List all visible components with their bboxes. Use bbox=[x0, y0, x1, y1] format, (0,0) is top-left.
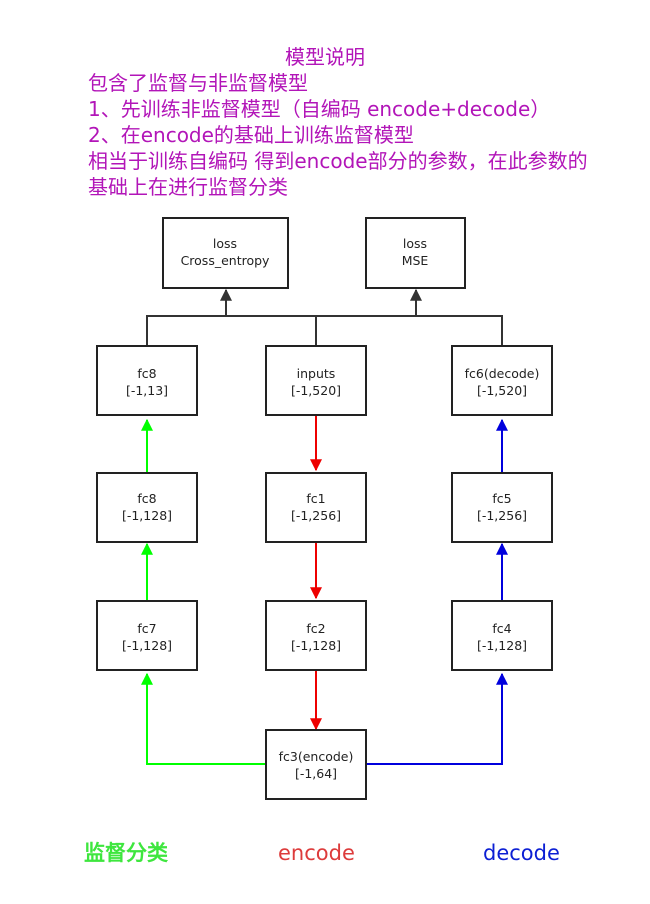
node-name: fc3(encode) bbox=[279, 749, 354, 764]
note-line: 2、在encode的基础上训练监督模型 bbox=[88, 123, 414, 147]
node-name: fc4 bbox=[492, 621, 511, 636]
node-inputs: inputs [-1,520] bbox=[265, 345, 367, 416]
node-shape: [-1,128] bbox=[122, 638, 172, 653]
node-shape: [-1,520] bbox=[477, 383, 527, 398]
node-name: loss bbox=[403, 236, 427, 251]
supervised-path bbox=[141, 418, 266, 765]
node-shape: MSE bbox=[402, 253, 429, 268]
node-name: fc8 bbox=[137, 491, 156, 506]
node-shape: [-1,64] bbox=[295, 766, 337, 781]
node-name: fc7 bbox=[137, 621, 156, 636]
node-fc4: fc4 [-1,128] bbox=[451, 600, 553, 671]
node-loss-cross-entropy: loss Cross_entropy bbox=[162, 217, 289, 289]
page-title: 模型说明 bbox=[285, 45, 365, 69]
node-name: fc6(decode) bbox=[465, 366, 540, 381]
node-shape: Cross_entropy bbox=[181, 253, 270, 268]
node-shape: [-1,13] bbox=[126, 383, 168, 398]
node-fc2: fc2 [-1,128] bbox=[265, 600, 367, 671]
node-shape: [-1,256] bbox=[291, 508, 341, 523]
node-shape: [-1,128] bbox=[477, 638, 527, 653]
node-shape: [-1,128] bbox=[291, 638, 341, 653]
node-fc3-encode: fc3(encode) [-1,64] bbox=[265, 729, 367, 800]
decode-path bbox=[366, 418, 508, 765]
note-line: 相当于训练自编码 得到encode部分的参数，在此参数的 bbox=[88, 149, 588, 173]
node-shape: [-1,256] bbox=[477, 508, 527, 523]
node-name: fc5 bbox=[492, 491, 511, 506]
node-fc6: fc6(decode) [-1,520] bbox=[451, 345, 553, 416]
description-notes: 包含了监督与非监督模型 1、先训练非监督模型（自编码 encode+decode… bbox=[88, 70, 588, 200]
node-fc8-mid: fc8 [-1,128] bbox=[96, 472, 198, 543]
node-name: fc2 bbox=[306, 621, 325, 636]
note-line: 包含了监督与非监督模型 bbox=[88, 71, 308, 95]
node-name: inputs bbox=[297, 366, 336, 381]
legend-supervised: 监督分类 bbox=[84, 841, 168, 865]
node-loss-mse: loss MSE bbox=[365, 217, 466, 289]
node-fc1: fc1 [-1,256] bbox=[265, 472, 367, 543]
legend-encode: encode bbox=[278, 841, 355, 865]
node-name: loss bbox=[213, 236, 237, 251]
node-fc5: fc5 [-1,256] bbox=[451, 472, 553, 543]
loss-connector bbox=[146, 288, 503, 346]
node-fc7: fc7 [-1,128] bbox=[96, 600, 198, 671]
legend-decode: decode bbox=[483, 841, 560, 865]
node-fc8-top: fc8 [-1,13] bbox=[96, 345, 198, 416]
node-name: fc1 bbox=[306, 491, 325, 506]
note-line: 基础上在进行监督分类 bbox=[88, 175, 288, 199]
node-shape: [-1,128] bbox=[122, 508, 172, 523]
node-shape: [-1,520] bbox=[291, 383, 341, 398]
node-name: fc8 bbox=[137, 366, 156, 381]
note-line: 1、先训练非监督模型（自编码 encode+decode） bbox=[88, 97, 551, 121]
